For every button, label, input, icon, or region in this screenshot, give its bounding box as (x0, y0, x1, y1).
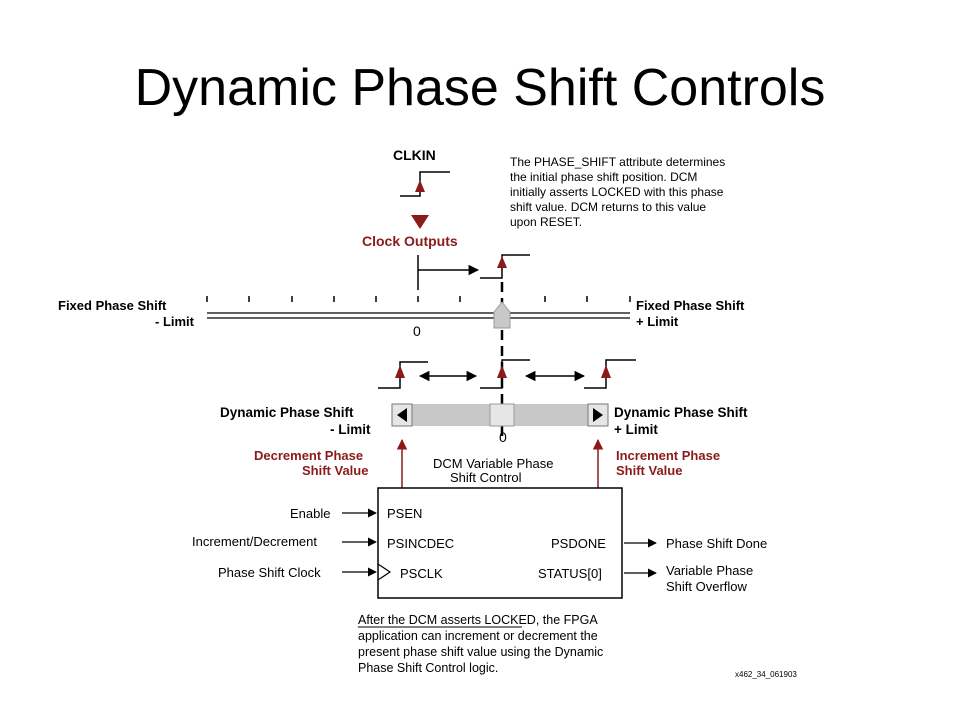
note-bottom-line: Phase Shift Control logic. (358, 661, 498, 675)
dynamic-minus-label: Dynamic Phase Shift (220, 405, 354, 420)
left-arrow-icon (397, 408, 407, 422)
clkin-edge-marker (415, 180, 425, 192)
note-bottom-line: application can increment or decrement t… (358, 629, 598, 643)
dynamic-plus-waveform (584, 359, 636, 389)
port-psdone: PSDONE (551, 536, 606, 551)
fixed-slider-handle (493, 301, 511, 329)
clock-outputs-label: Clock Outputs (362, 233, 458, 249)
note-bottom-line: present phase shift value using the Dyna… (358, 645, 603, 659)
right-arrow-icon (593, 408, 603, 422)
input-label: Enable (290, 506, 330, 521)
dynamic-minus-label: - Limit (330, 422, 371, 437)
output-label: Phase Shift Done (666, 536, 767, 551)
dynamic-center-edge-marker (497, 365, 507, 378)
note-top-line: initially asserts LOCKED with this phase (510, 185, 724, 199)
decrement-label: Shift Value (302, 463, 368, 478)
fixed-plus-label: Fixed Phase Shift (636, 298, 745, 313)
output-label: Variable Phase (666, 563, 753, 578)
note-top-line: upon RESET. (510, 215, 582, 229)
dynamic-plus-edge-marker (601, 365, 611, 378)
fixed-minus-label: Fixed Phase Shift (58, 298, 167, 313)
output-edge-marker (497, 256, 507, 268)
port-psincdec: PSINCDEC (387, 536, 454, 551)
clkin-waveform (400, 171, 450, 197)
dynamic-plus-label: Dynamic Phase Shift (614, 405, 748, 420)
input-label: Phase Shift Clock (218, 565, 321, 580)
slide-title: Dynamic Phase Shift Controls (134, 59, 826, 117)
port-psen: PSEN (387, 506, 422, 521)
note-top-line: the initial phase shift position. DCM (510, 170, 697, 184)
fixed-minus-label: - Limit (155, 314, 195, 329)
clock-input-icon (377, 563, 392, 581)
down-triangle-icon (411, 215, 429, 229)
output-label: Shift Overflow (666, 579, 748, 594)
dcm-label: Shift Control (450, 470, 522, 485)
fixed-ruler-ticks (206, 296, 631, 302)
dynamic-zero-label: 0 (499, 429, 507, 445)
dynamic-plus-label: + Limit (614, 422, 658, 437)
dynamic-center-marker (489, 403, 515, 427)
increment-label: Shift Value (616, 463, 682, 478)
figure-id: x462_34_061903 (735, 670, 797, 679)
port-status: STATUS[0] (538, 566, 602, 581)
note-top: The PHASE_SHIFT attribute determines the… (510, 155, 725, 229)
port-psclk: PSCLK (400, 566, 443, 581)
note-top-line: shift value. DCM returns to this value (510, 200, 706, 214)
dcm-block (377, 487, 623, 599)
dcm-label: DCM Variable Phase (433, 456, 553, 471)
dynamic-minus-edge-marker (395, 365, 405, 378)
fixed-zero-label: 0 (413, 323, 421, 339)
note-bottom-line: After the DCM asserts LOCKED, the FPGA (358, 613, 598, 627)
increment-label: Increment Phase (616, 448, 720, 463)
note-top-line: The PHASE_SHIFT attribute determines (510, 155, 725, 169)
input-label: Increment/Decrement (192, 534, 317, 549)
note-bottom: After the DCM asserts LOCKED, the FPGA a… (358, 613, 603, 675)
clkin-label: CLKIN (393, 147, 436, 163)
fixed-plus-label: + Limit (636, 314, 679, 329)
decrement-label: Decrement Phase (254, 448, 363, 463)
